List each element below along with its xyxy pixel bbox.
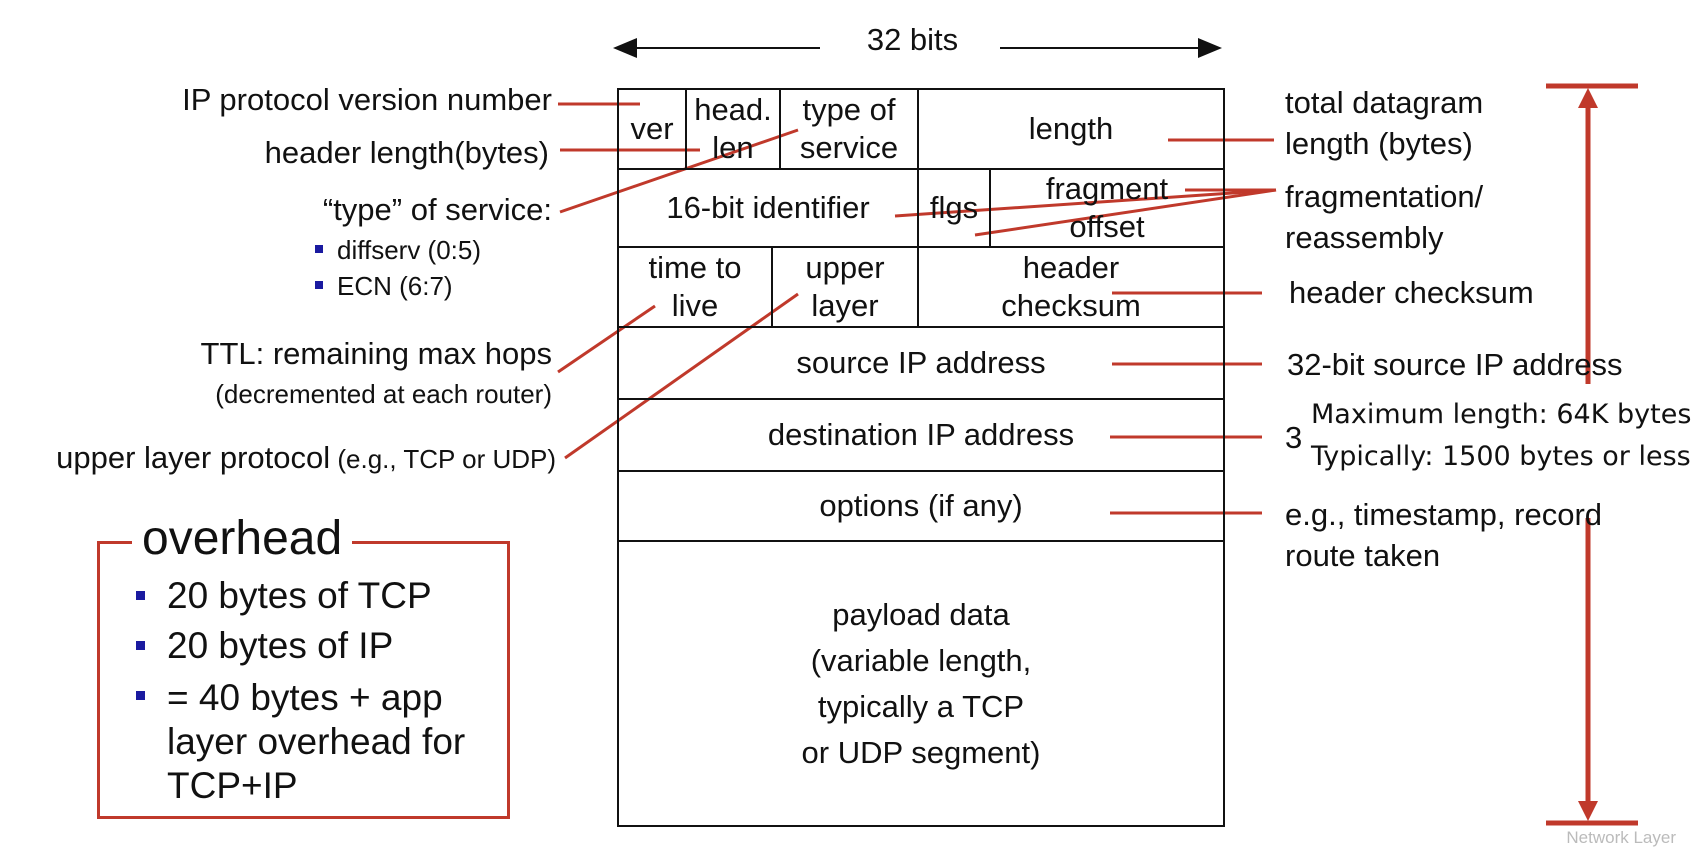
field-upper-layer: upper layer [771, 246, 919, 328]
field-options: options (if any) [617, 470, 1225, 542]
overhead-item: 20 bytes of TCP [136, 574, 432, 618]
callout-lines [557, 102, 1277, 515]
tos-bullet-diffserv: diffserv (0:5) [315, 232, 481, 268]
overhead-item: = 40 bytes + app layer overhead for TCP+… [136, 676, 465, 808]
label-version: IP protocol version number [182, 82, 552, 117]
tooltip-max-length: Maximum length: 64K bytes [1311, 395, 1691, 435]
field-length: length [917, 88, 1225, 170]
tos-bullet-ecn: ECN (6:7) [315, 268, 453, 304]
field-identifier: 16-bit identifier [617, 168, 919, 248]
field-destination-ip: destination IP address [617, 398, 1225, 472]
overhead-title: overhead [132, 512, 353, 566]
bullet-icon [136, 691, 145, 700]
field-header-checksum: header checksum [917, 246, 1225, 328]
label-options-note: e.g., timestamp, record route taken [1285, 497, 1603, 573]
bullet-icon [136, 640, 145, 650]
label-source-ip: 32-bit source IP address [1287, 347, 1623, 382]
label-total-length: total datagram length (bytes) [1285, 85, 1484, 161]
field-payload: payload data (variable length, typically… [617, 540, 1225, 827]
label-upper-layer: upper layer protocol (e.g., TCP or UDP) [56, 440, 556, 475]
field-type-of-service: type of service [779, 88, 919, 170]
field-head-len: head. len [685, 88, 781, 170]
field-source-ip: source IP address [617, 326, 1225, 400]
field-ver: ver [617, 88, 687, 170]
label-fragmentation: fragmentation/ reassembly [1285, 179, 1484, 255]
label-ttl: TTL: remaining max hops [200, 336, 552, 371]
bullet-icon [315, 281, 323, 290]
width-label: 32 bits [866, 22, 959, 57]
bullet-icon [136, 590, 145, 600]
tooltip-typical: Typically: 1500 bytes or less [1311, 437, 1691, 477]
bullet-icon [315, 245, 323, 254]
overhead-item: 20 bytes of IP [136, 624, 393, 668]
size-arrow [1546, 83, 1638, 826]
label-header-checksum: header checksum [1289, 275, 1534, 310]
footer-text: Network Layer [1566, 828, 1676, 847]
label-ttl-note: (decremented at each router) [215, 379, 552, 409]
field-flgs: flgs [917, 168, 991, 248]
field-fragment-offset: fragment offset [989, 168, 1225, 248]
label-dest-partial: 3 [1285, 420, 1303, 455]
label-tos: “type” of service: [322, 192, 552, 227]
label-header-length: header length(bytes) [264, 135, 549, 170]
field-ttl: time to live [617, 246, 773, 328]
